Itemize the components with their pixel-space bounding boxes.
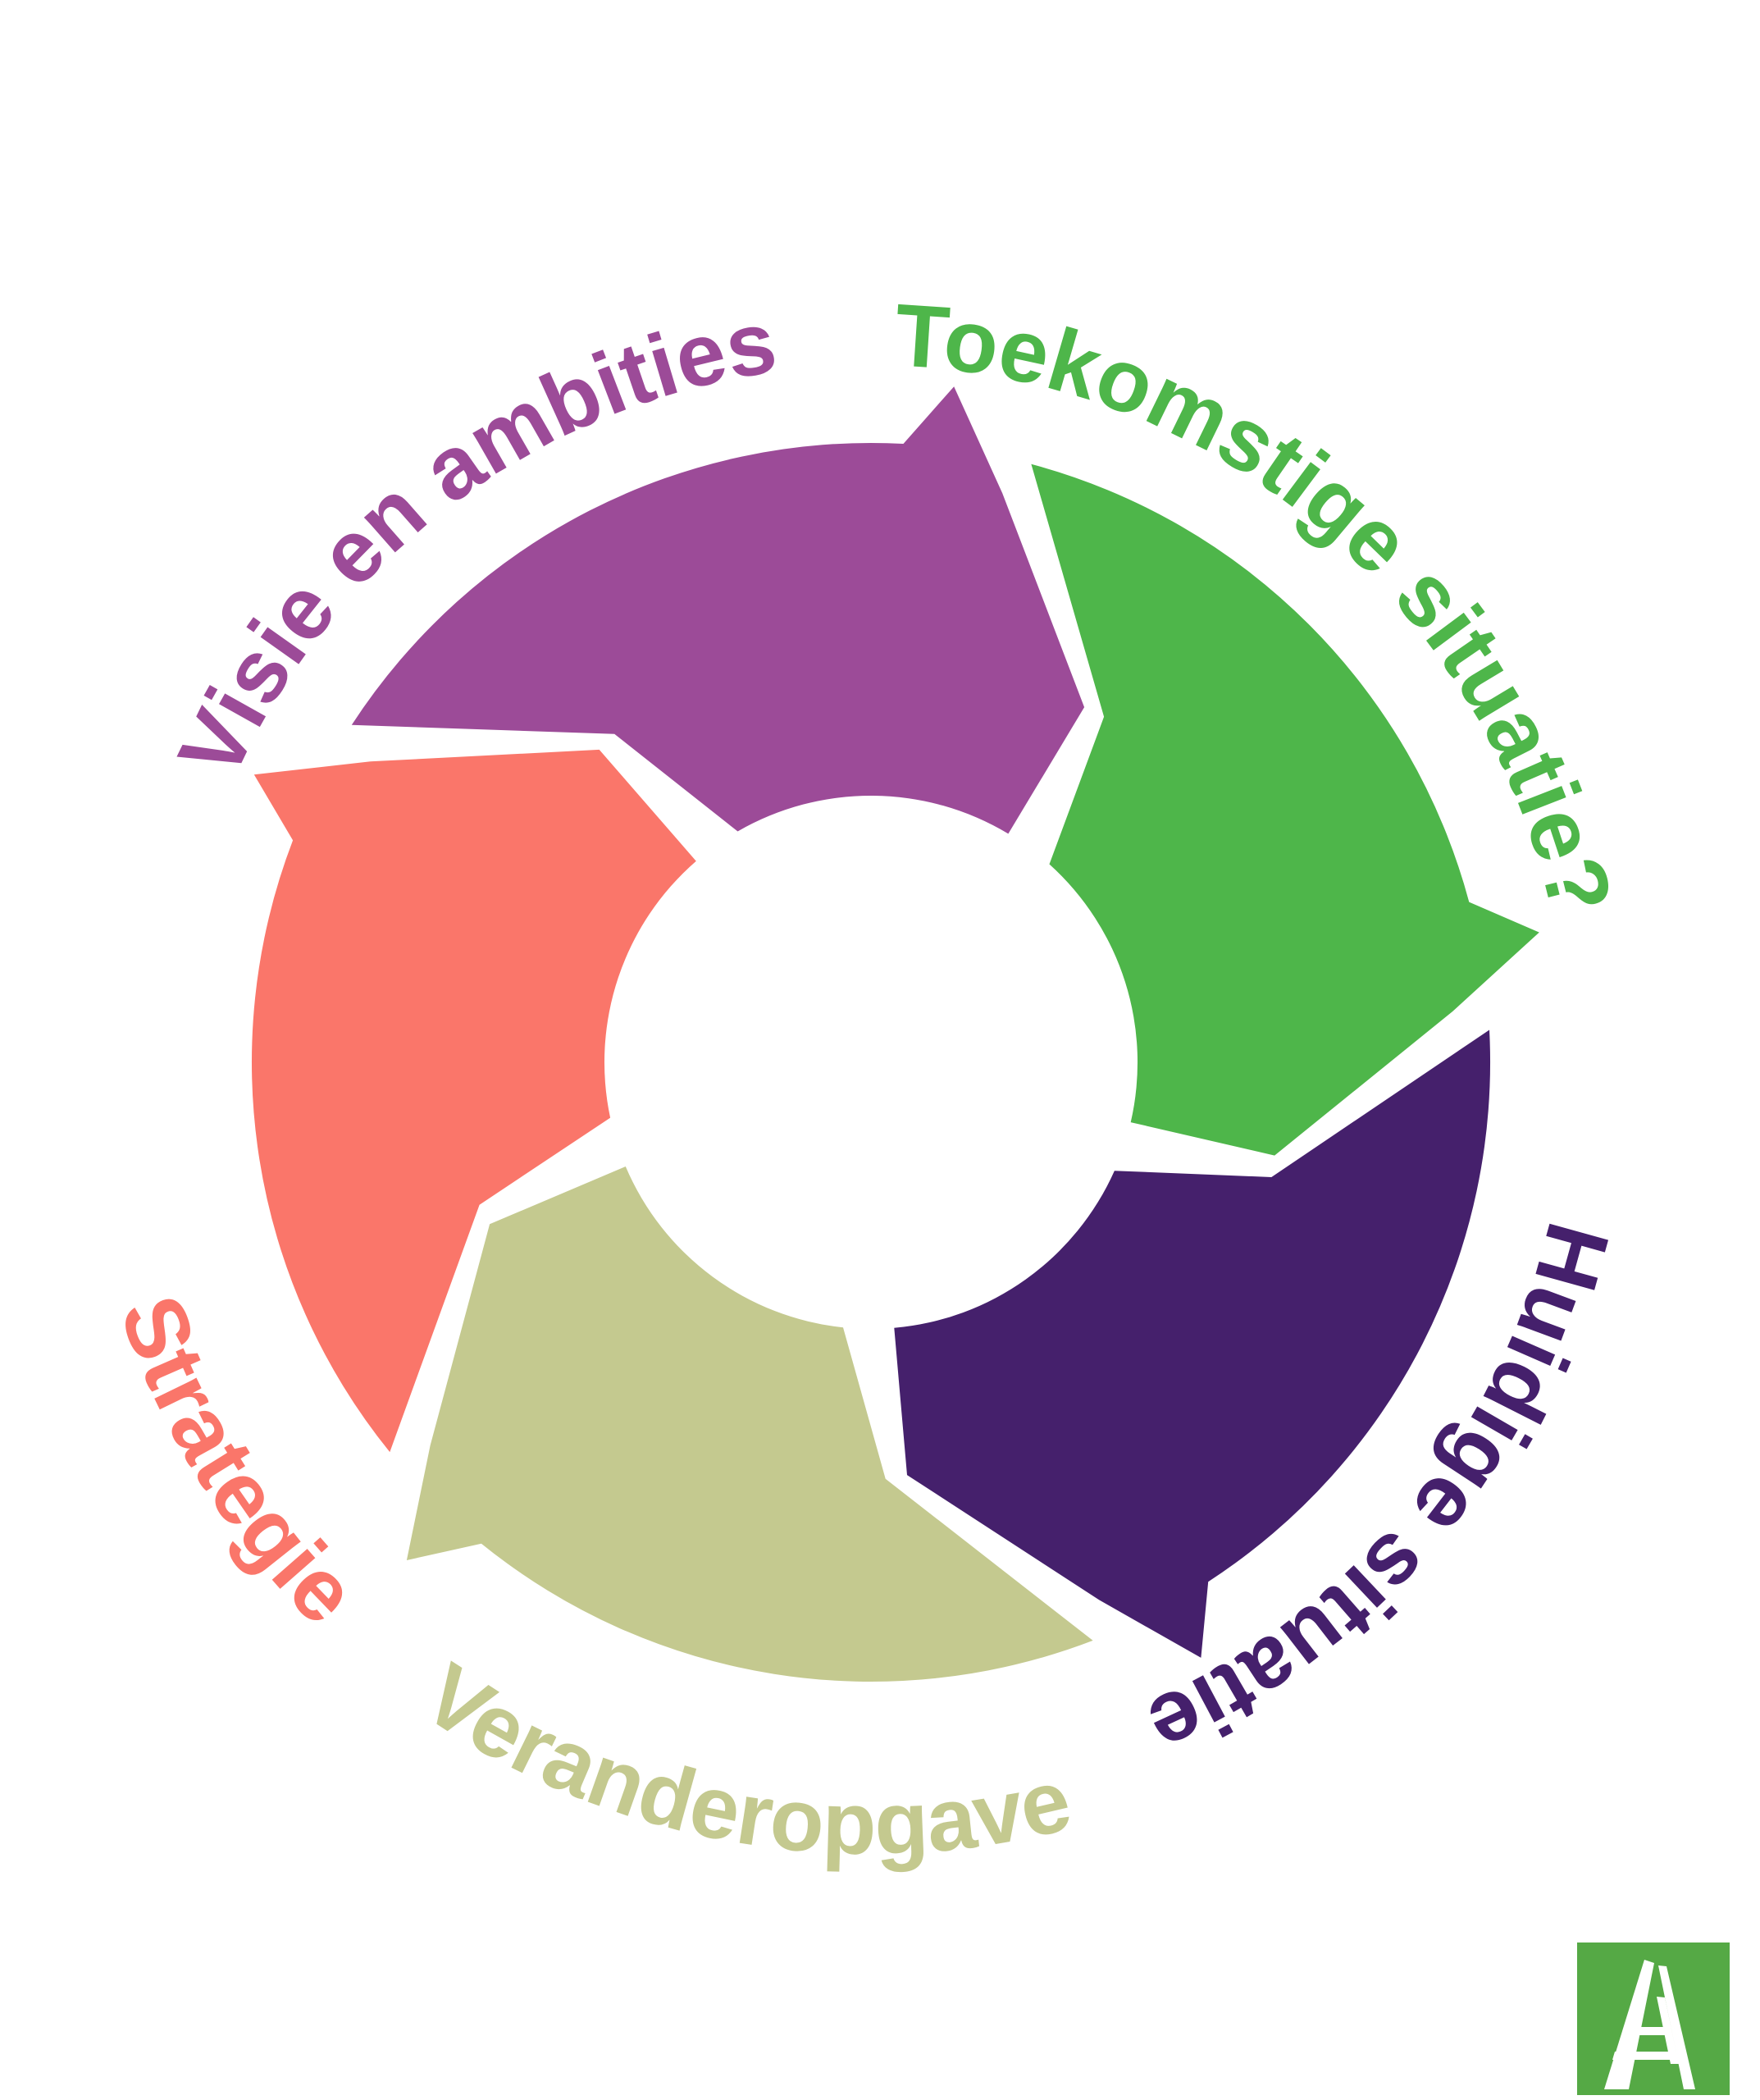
- arrow-toekomstige-situatie: [1031, 463, 1539, 1156]
- logo-background: [1577, 1942, 1730, 2095]
- logo-a-upper-bar: [1622, 2027, 1668, 2035]
- label-veranderopgave: Veranderopgave: [407, 1644, 1079, 1873]
- cycle-arrows: [251, 386, 1539, 1682]
- arrow-veranderopgave: [406, 1166, 1093, 1682]
- logo-a-lower-bar: [1612, 2052, 1681, 2060]
- arrow-visie-en-ambities: [351, 386, 1085, 834]
- label-text-veranderopgave: Veranderopgave: [407, 1644, 1079, 1873]
- logo-a-right-outer-stroke: [1658, 1965, 1695, 2089]
- logo-letter-a: [1604, 1960, 1695, 2089]
- arrow-huidige-situatie: [894, 1029, 1491, 1658]
- logo-a-right-inner-stroke: [1657, 1997, 1679, 2064]
- arrow-strategie: [251, 749, 696, 1453]
- logo: [1577, 1942, 1730, 2095]
